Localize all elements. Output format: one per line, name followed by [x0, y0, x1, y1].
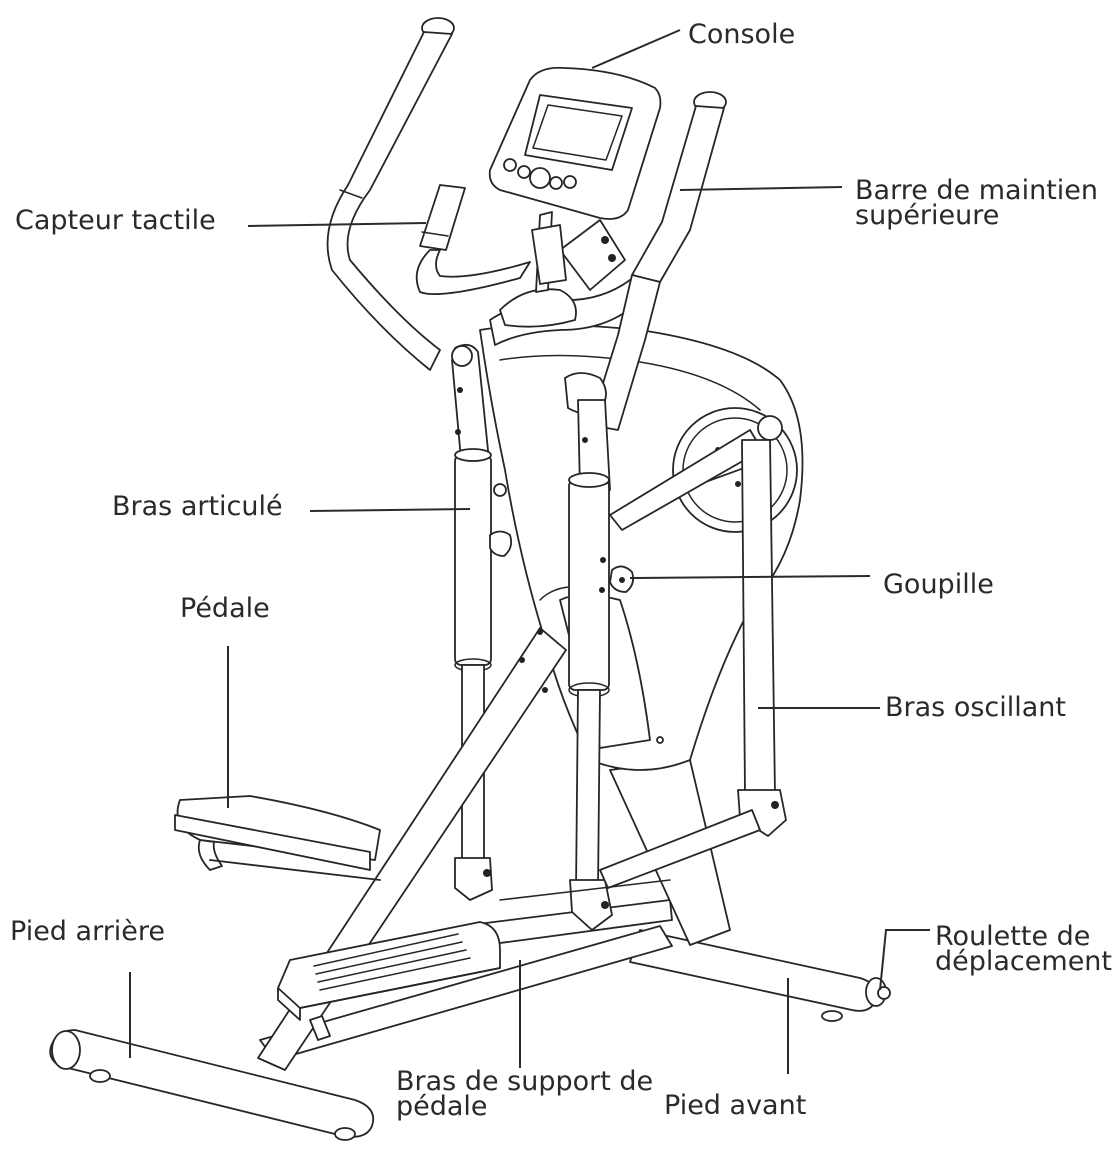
right-upper-handlebar	[589, 91, 727, 431]
label-touch-sensor: Capteur tactile	[15, 205, 216, 236]
label-front-foot: Pied avant	[664, 1090, 807, 1121]
label-pedal-support-arm: Bras de support de pédale	[396, 1066, 654, 1122]
label-transport-wheel-line1: Roulette de	[935, 921, 1091, 952]
label-pedal-support-arm-line2: pédale	[396, 1091, 488, 1122]
label-pedal: Pédale	[180, 593, 270, 624]
label-console: Console	[688, 19, 796, 50]
label-upper-handlebar-line2: supérieure	[855, 200, 1000, 231]
swing-arm	[599, 415, 787, 889]
label-upper-handlebar-line1: Barre de maintien	[855, 175, 1098, 206]
label-articulated-arm: Bras articulé	[112, 491, 283, 522]
right-articulated-arm	[564, 372, 613, 931]
label-pin: Goupille	[883, 569, 994, 600]
center-rail	[259, 759, 731, 1061]
label-pedal-support-arm-line1: Bras de support de	[396, 1066, 654, 1097]
label-transport-wheel: Roulette de déplacement	[935, 921, 1113, 977]
label-swing-arm: Bras oscillant	[885, 692, 1066, 723]
label-upper-handlebar: Barre de maintien supérieure	[855, 175, 1098, 231]
touch-sensor	[415, 184, 531, 296]
left-upper-handlebar	[326, 17, 455, 371]
pin	[609, 565, 635, 593]
rear-pedal	[174, 795, 381, 881]
label-rear-foot: Pied arrière	[10, 916, 166, 947]
front-pedal	[277, 921, 501, 1041]
leader-lines	[129, 29, 930, 1074]
label-transport-wheel-line2: déplacement	[935, 946, 1113, 977]
left-articulated-arm	[451, 343, 513, 901]
console-head	[488, 66, 662, 346]
